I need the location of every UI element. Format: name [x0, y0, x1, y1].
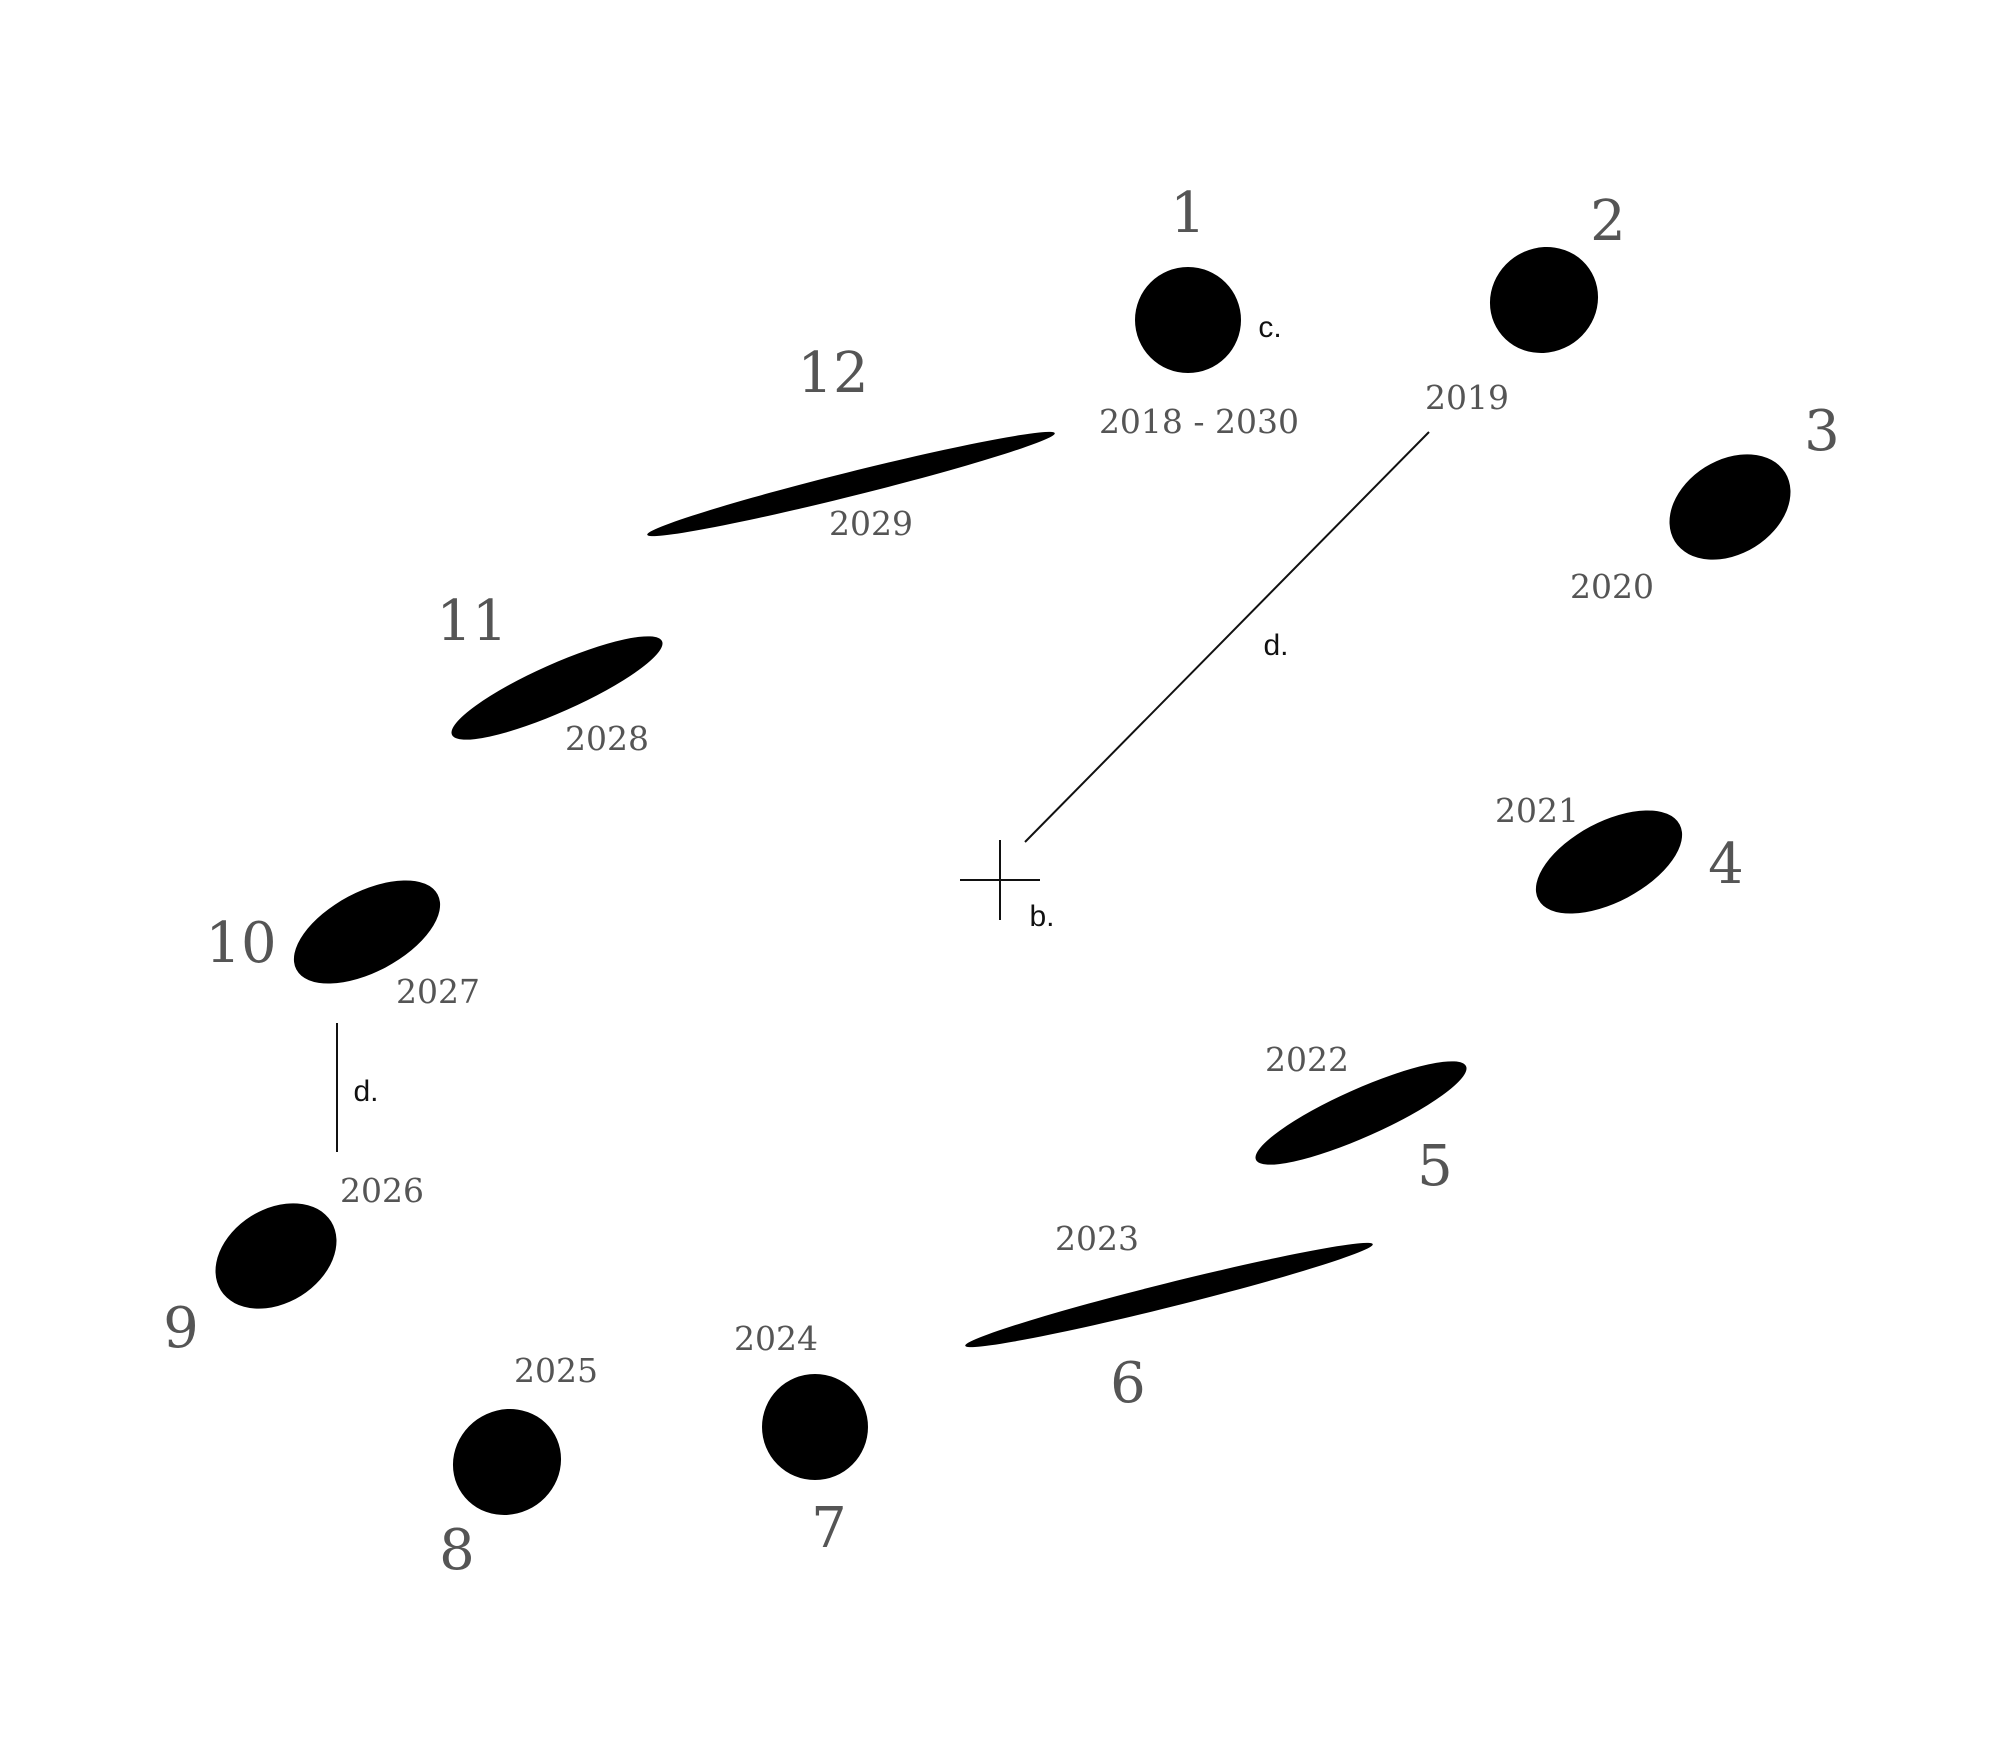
- ellipse-9: [215, 1203, 337, 1309]
- ellipse-3: [1669, 454, 1791, 560]
- position-number-5: 5: [1417, 1134, 1453, 1199]
- year-label-6: 2023: [1055, 1219, 1139, 1258]
- ellipse-8: [452, 1408, 562, 1516]
- ellipse-7: [762, 1374, 868, 1480]
- year-label-10: 2027: [396, 972, 480, 1011]
- ellipse-2: [1489, 246, 1599, 354]
- position-number-9: 9: [163, 1296, 199, 1361]
- marker-label-c: c.: [1258, 311, 1281, 344]
- year-label-3: 2020: [1570, 567, 1654, 606]
- position-number-1: 1: [1170, 181, 1206, 246]
- year-label-9: 2026: [340, 1171, 424, 1210]
- year-label-7: 2024: [734, 1319, 818, 1358]
- year-label-11: 2028: [565, 719, 649, 758]
- year-label-2: 2019: [1425, 378, 1509, 417]
- position-number-10: 10: [205, 911, 276, 976]
- ellipse-11: [451, 636, 663, 740]
- ellipse-4: [1535, 810, 1683, 914]
- position-number-6: 6: [1110, 1351, 1146, 1416]
- position-number-2: 2: [1590, 189, 1626, 254]
- year-label-8: 2025: [514, 1351, 598, 1390]
- position-number-8: 8: [439, 1518, 475, 1583]
- year-label-5: 2022: [1265, 1040, 1349, 1079]
- marker-label-d-side: d.: [353, 1075, 378, 1108]
- marker-label-b: b.: [1029, 900, 1054, 933]
- year-label-1: 2018 - 2030: [1099, 402, 1299, 441]
- ellipse-5: [1255, 1061, 1467, 1165]
- ellipse-10: [293, 880, 441, 984]
- distance-line-center: [1024, 431, 1430, 843]
- position-number-4: 4: [1708, 832, 1744, 897]
- year-label-4: 2021: [1495, 791, 1579, 830]
- position-number-3: 3: [1804, 399, 1840, 464]
- marker-label-d-center: d.: [1263, 629, 1288, 662]
- ellipse-1: [1135, 267, 1241, 373]
- ellipse-6: [965, 1242, 1373, 1348]
- year-label-12: 2029: [829, 504, 913, 543]
- ellipse-12: [647, 431, 1055, 537]
- position-number-7: 7: [811, 1496, 847, 1561]
- position-number-11: 11: [436, 589, 507, 654]
- position-number-12: 12: [797, 341, 868, 406]
